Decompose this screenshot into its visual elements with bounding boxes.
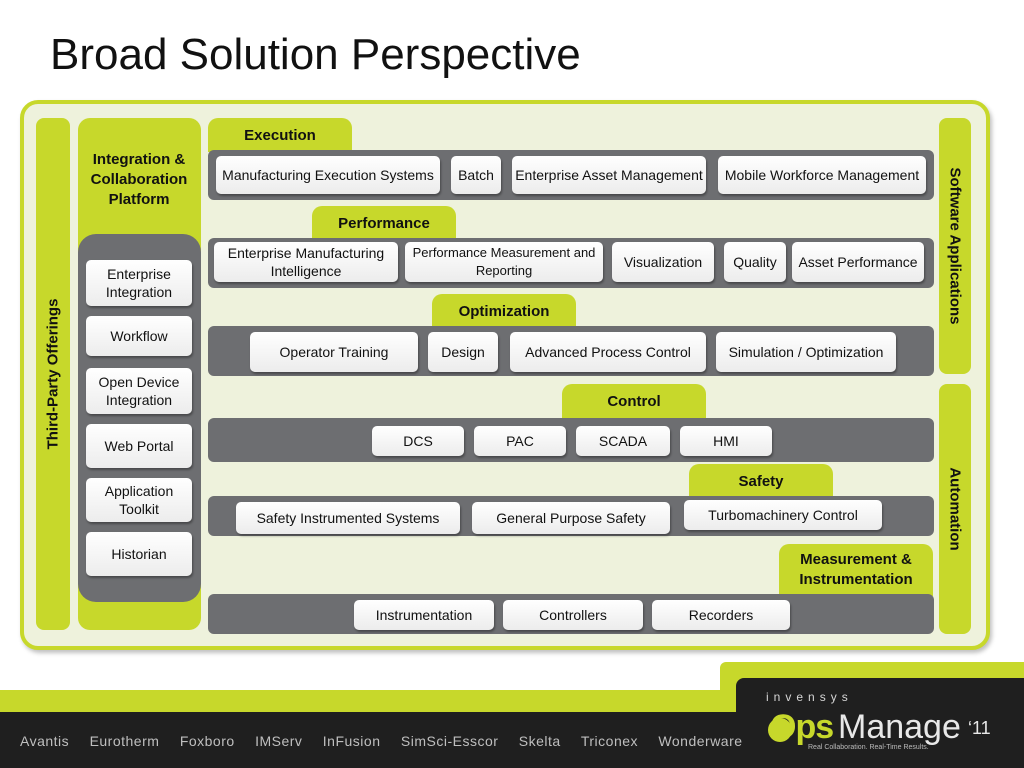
brand-eurotherm: Eurotherm	[89, 733, 160, 749]
logo-ops: Ops	[770, 708, 834, 746]
integration-item-web-portal[interactable]: Web Portal	[86, 424, 192, 468]
integration-item-historian[interactable]: Historian	[86, 532, 192, 576]
brand-foxboro: Foxboro	[179, 733, 235, 749]
control-bar	[208, 418, 934, 462]
brand-list: Avantis Eurotherm Foxboro IMServ InFusio…	[20, 733, 759, 749]
turbomachinery-control-box[interactable]: Turbomachinery Control	[684, 500, 882, 530]
ops-circle-icon	[768, 718, 792, 742]
tab-measurement: Measurement & Instrumentation	[779, 544, 933, 596]
opsmanage-logo: Ops Manage ‘11 Real Collaboration. Real-…	[764, 706, 1014, 756]
general-purpose-safety-box[interactable]: General Purpose Safety	[472, 502, 670, 534]
scada-box[interactable]: SCADA	[576, 426, 670, 456]
asset-performance-box[interactable]: Asset Performance	[792, 242, 924, 282]
apc-box[interactable]: Advanced Process Control	[510, 332, 706, 372]
third-party-bar: Third-Party Offerings	[36, 118, 70, 630]
simulation-box[interactable]: Simulation / Optimization	[716, 332, 896, 372]
recorders-box[interactable]: Recorders	[652, 600, 790, 630]
mobile-workforce-box[interactable]: Mobile Workforce Management	[718, 156, 926, 194]
tab-execution: Execution	[208, 118, 352, 152]
automation-bar: Automation	[939, 384, 971, 634]
pac-box[interactable]: PAC	[474, 426, 566, 456]
hmi-box[interactable]: HMI	[680, 426, 772, 456]
integration-item-open-device-integration[interactable]: Open Device Integration	[86, 368, 192, 414]
tab-safety: Safety	[689, 464, 833, 498]
logo-year: ‘11	[968, 718, 991, 738]
instrumentation-box[interactable]: Instrumentation	[354, 600, 494, 630]
brand-infusion: InFusion	[322, 733, 381, 749]
eam-box[interactable]: Enterprise Asset Management	[512, 156, 706, 194]
software-applications-label: Software Applications	[946, 167, 964, 325]
tab-optimization: Optimization	[432, 294, 576, 328]
company-name: invensys	[766, 690, 853, 704]
brand-skelta: Skelta	[518, 733, 561, 749]
automation-label: Automation	[946, 467, 964, 551]
brand-triconex: Triconex	[580, 733, 639, 749]
integration-header: Integration & Collaboration Platform	[90, 151, 188, 208]
dcs-box[interactable]: DCS	[372, 426, 464, 456]
tab-performance: Performance	[312, 206, 456, 240]
pmr-box[interactable]: Performance Measurement and Reporting	[405, 242, 603, 282]
sis-box[interactable]: Safety Instrumented Systems	[236, 502, 460, 534]
logo-manage: Manage	[838, 708, 961, 746]
mes-box[interactable]: Manufacturing Execution Systems	[216, 156, 440, 194]
operator-training-box[interactable]: Operator Training	[250, 332, 418, 372]
brand-avantis: Avantis	[20, 733, 70, 749]
integration-item-enterprise-integration[interactable]: Enterprise Integration	[86, 260, 192, 306]
brand-wonderware: Wonderware	[658, 733, 743, 749]
controllers-box[interactable]: Controllers	[503, 600, 643, 630]
logo-tagline: Real Collaboration. Real-Time Results.	[808, 744, 929, 751]
quality-box[interactable]: Quality	[724, 242, 786, 282]
emi-box[interactable]: Enterprise Manufacturing Intelligence	[214, 242, 398, 282]
third-party-label: Third-Party Offerings	[44, 298, 62, 450]
design-box[interactable]: Design	[428, 332, 498, 372]
integration-item-workflow[interactable]: Workflow	[86, 316, 192, 356]
page-title: Broad Solution Perspective	[50, 30, 581, 79]
visualization-box[interactable]: Visualization	[612, 242, 714, 282]
batch-box[interactable]: Batch	[451, 156, 501, 194]
software-applications-bar: Software Applications	[939, 118, 971, 374]
tab-control: Control	[562, 384, 706, 418]
brand-imserv: IMServ	[255, 733, 303, 749]
integration-item-application-toolkit[interactable]: Application Toolkit	[86, 478, 192, 522]
brand-simsci: SimSci-Esscor	[400, 733, 499, 749]
